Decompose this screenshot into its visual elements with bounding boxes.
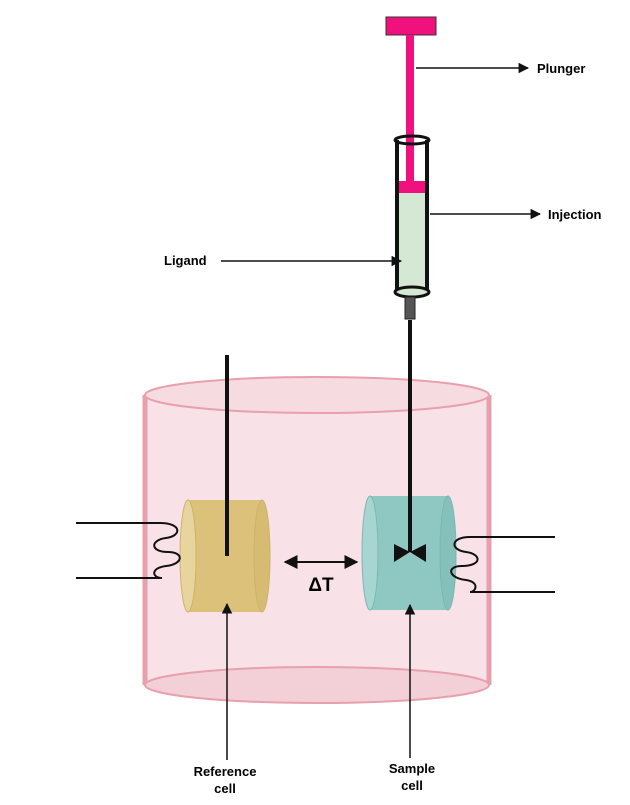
injection-label: Injection bbox=[548, 207, 602, 222]
sample-cell-label-line1: Sample bbox=[389, 761, 435, 776]
reference-cell-label-line1: Reference bbox=[194, 764, 257, 779]
sample-cell bbox=[361, 495, 457, 611]
reference-heater-coil bbox=[76, 522, 181, 579]
delta-t-label: ΔT bbox=[308, 575, 334, 596]
plunger-piston bbox=[397, 181, 427, 193]
needle-hub bbox=[404, 296, 416, 320]
sample-heater-coil bbox=[450, 536, 555, 593]
sample-cell-label-line2: cell bbox=[401, 778, 423, 793]
plunger-rod bbox=[406, 35, 414, 187]
ligand-label: Ligand bbox=[164, 253, 207, 268]
plunger-head bbox=[385, 16, 437, 36]
stirrer-paddle bbox=[394, 544, 426, 562]
plunger-label: Plunger bbox=[537, 61, 585, 76]
ligand-fluid bbox=[397, 193, 427, 291]
syringe bbox=[385, 16, 437, 320]
reference-cell-label-line2: cell bbox=[214, 781, 236, 796]
syringe-barrel bbox=[395, 140, 429, 292]
